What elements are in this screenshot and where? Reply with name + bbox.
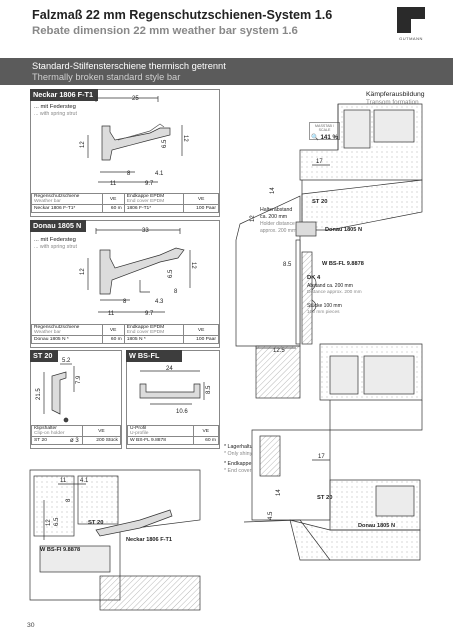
dk4-title: DK 4 <box>307 275 321 281</box>
note-stock-en: * Only shiny finish in stock <box>224 451 286 457</box>
magnifier-icon: 🔍 141 % <box>311 134 338 141</box>
neckar-ve2-header: VE <box>183 193 219 205</box>
bottom-right-donau-label: Donau 1805 N <box>358 523 395 529</box>
donau-row-qty: 60 m <box>101 335 125 344</box>
stuecke-en: 100 mm pieces <box>307 310 340 315</box>
section-title-de: Standard-Stilfensterschiene thermisch ge… <box>32 61 226 71</box>
donau-row-cover: 1805 N * <box>123 335 185 344</box>
note-cover-de: * Endkappe nur in silber lieferbar <box>224 461 301 467</box>
st20-row-qty: 200 Stück <box>81 436 122 445</box>
halter-de2: ca. 200 mm <box>260 214 288 220</box>
neckar-row-cover: 1806 F-T1* <box>123 204 185 213</box>
svg-text:12.5: 12.5 <box>273 348 285 354</box>
donau-ve1-header: VE <box>101 324 125 336</box>
wbs-tab: W BS-FL 9.8878 <box>126 350 182 370</box>
svg-text:12: 12 <box>250 215 256 222</box>
bottom-left-wbs-label: W BS-FI 9.8878 <box>40 547 81 553</box>
st20-ve-header: VE <box>81 425 122 437</box>
transom-title-en: Transom formation <box>366 99 419 106</box>
neckar-row-article: Neckar 1806 F-T1* <box>31 204 103 213</box>
st20-tab: ST 20 <box>30 350 58 362</box>
st20-row-article: ST 20 <box>31 436 83 445</box>
donau-desc-en: ... with spring strut <box>34 244 77 250</box>
section-title-en: Thermally broken standard style bar <box>32 72 181 82</box>
bottom-left-st20-label: ST 20 <box>88 520 104 526</box>
donau-tab: Donau 1805 N <box>30 220 86 232</box>
dk4-de: Abstand ca. 200 mm <box>307 283 353 289</box>
dk4-en: Distance approx. 200 mm <box>307 290 362 295</box>
donau-desc-de: ... mit Federsteg <box>34 237 76 243</box>
brand-logo: GUTMANN <box>395 7 427 45</box>
svg-text:6.5: 6.5 <box>54 517 60 526</box>
svg-text:11: 11 <box>60 478 67 484</box>
neckar-row-cover-qty: 100 Paar <box>183 204 219 213</box>
svg-text:17: 17 <box>316 159 323 165</box>
transom-st20-label: ST 20 <box>312 199 328 205</box>
wbs-ve-header: VE <box>192 425 220 437</box>
svg-text:4.5: 4.5 <box>268 511 274 520</box>
donau-row-cover-qty: 100 Paar <box>183 335 219 344</box>
halter-en: Holder distance <box>260 221 295 227</box>
scale-badge: MASSTAB / SCALE 🔍 141 % <box>309 122 340 141</box>
svg-text:12: 12 <box>46 519 52 526</box>
page-title: Falzmaß 22 mm Regenschutzschienen-System… <box>32 8 333 22</box>
note-stock-de: * Lagerhaltung nur in blank <box>224 444 288 450</box>
stuecke-de: Stücke 100 mm <box>307 303 342 309</box>
svg-text:17: 17 <box>318 454 325 460</box>
svg-text:8: 8 <box>66 498 72 502</box>
halter-en2: approx. 200 mm <box>260 228 297 234</box>
neckar-tab: Neckar 1806 F-T1 <box>30 89 98 101</box>
neckar-row-qty: 60 m <box>101 204 125 213</box>
section-banner: Standard-Stilfensterschiene thermisch ge… <box>0 58 453 85</box>
wbs-row-article: W BS-FL 9.8878 <box>127 436 194 445</box>
svg-text:4.1: 4.1 <box>80 478 89 484</box>
bottom-left-neckar-label: Neckar 1806 F-T1 <box>126 537 173 543</box>
page-subtitle: Rebate dimension 22 mm weather bar syste… <box>32 25 298 37</box>
neckar-ve1-header: VE <box>101 193 125 205</box>
neckar-desc-en: ... with spring strut <box>34 111 77 117</box>
transom-title-de: Kämpferausbildung <box>366 91 425 98</box>
svg-text:8.5: 8.5 <box>283 262 292 268</box>
donau-ve2-header: VE <box>183 324 219 336</box>
bottom-right-st20-label: ST 20 <box>317 495 333 501</box>
svg-text:14: 14 <box>276 489 282 496</box>
donau-row-article: Donau 1805 N * <box>31 335 103 344</box>
transom-wbs-label: W BS-FL 9.8878 <box>322 261 364 267</box>
transom-donau-label: Donau 1805 N <box>325 227 362 233</box>
svg-text:14: 14 <box>270 187 276 194</box>
page-header: Falzmaß 22 mm Regenschutzschienen-System… <box>0 0 453 48</box>
wbs-row-qty: 60 m <box>192 436 220 445</box>
page-number: 30 <box>27 622 35 629</box>
neckar-desc-de: ... mit Federsteg <box>34 104 76 110</box>
note-cover-en: * End cover only available in silver <box>224 468 305 474</box>
halter-de: Halterabstand <box>260 207 293 213</box>
